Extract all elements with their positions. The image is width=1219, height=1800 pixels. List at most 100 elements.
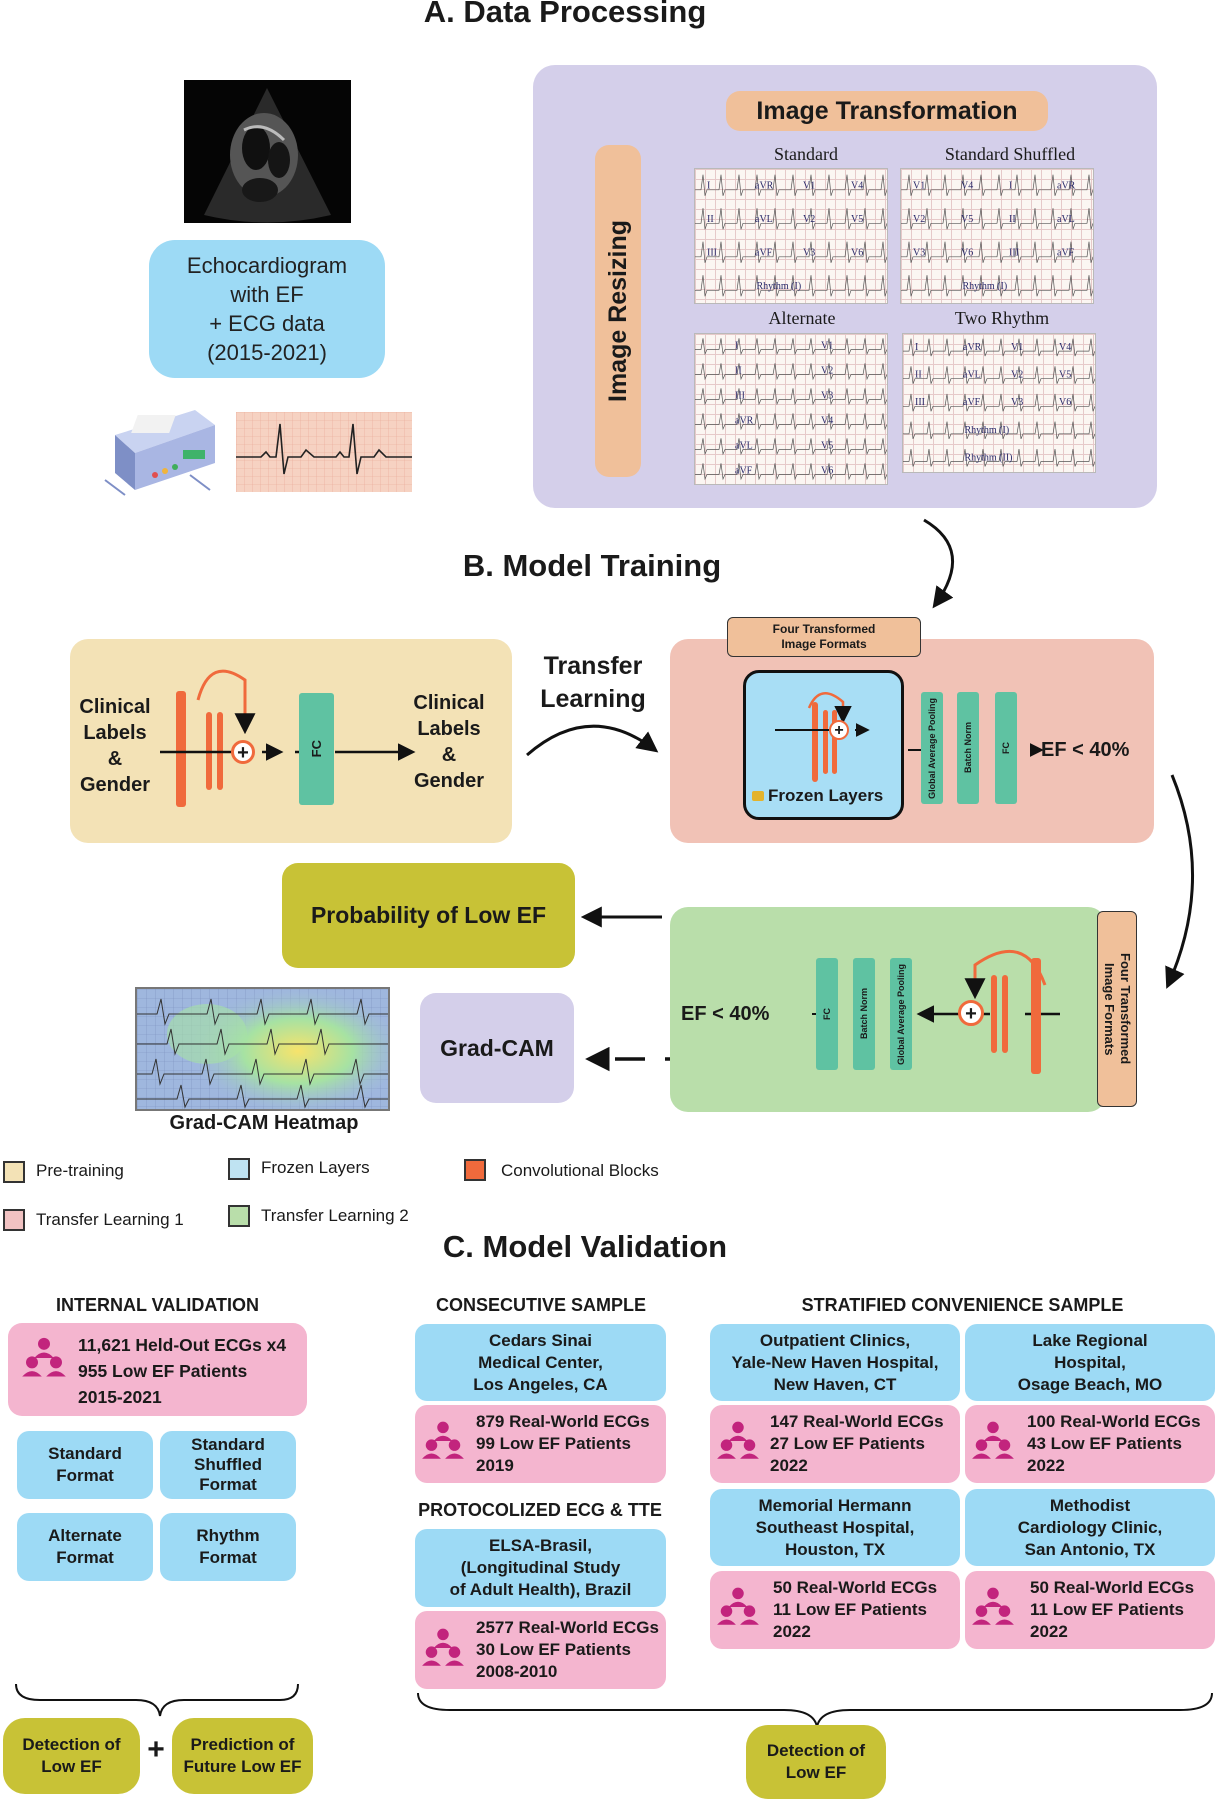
internal-format-label: Standard Format [48,1444,122,1485]
ecg-lead-label: V6 [821,466,833,477]
brace-internal [15,1683,299,1717]
outcome-detection-text: Detection of Low EF [766,1741,866,1782]
ecg-lead-label: II [1009,214,1016,225]
stratified-site-yale: Outpatient Clinics, Yale-New Haven Hospi… [710,1324,960,1401]
ecg-machine-icon [95,395,225,505]
four-formats-label-top: Four Transformed Image Formats [727,617,921,657]
ecg-lead-label: V4 [1059,342,1071,353]
ecg-trace [695,275,887,297]
fc-label: FC [309,740,324,758]
ecg-lead-label: I [915,342,918,353]
stratified-site-text: Methodist Cardiology Clinic, San Antonio… [1017,1495,1163,1559]
outcome-prediction-internal: Prediction of Future Low EF [172,1718,313,1794]
ecg-lead-label: aVL [735,441,753,452]
legend-label-tl2: Transfer Learning 2 [261,1206,409,1225]
gradcam-text: Grad-CAM [440,1034,554,1061]
ecg-lead-label: V6 [851,247,863,258]
outcome-detection-text: Detection of Low EF [22,1735,121,1776]
protocolized-site-box: ELSA-Brasil, (Longitudinal Study of Adul… [415,1529,666,1607]
ecg-lead-label: I [1009,180,1012,191]
ecg-lead-label: II [915,370,922,381]
internal-validation-header: INTERNAL VALIDATION [56,1295,259,1315]
stratified-site-text: Outpatient Clinics, Yale-New Haven Hospi… [731,1330,939,1394]
people-icon [715,1420,761,1462]
internal-format-label: Standard Shuffled Format [191,1435,265,1494]
fc-layer: FC [995,692,1017,804]
stratified-site-lake-regional: Lake Regional Hospital, Osage Beach, MO [965,1324,1215,1401]
ecg-lead-label: V5 [821,441,833,452]
ecg-lead-label: V4 [851,180,863,191]
people-icon [970,1586,1016,1628]
legend-label-conv: Convolutional Blocks [501,1161,659,1180]
probability-low-ef-text: Probability of Low EF [310,902,547,928]
stratified-stats-text: 100 Real-World ECGs 43 Low EF Patients 2… [1027,1412,1201,1475]
internal-stats-text: 11,621 Held-Out ECGs x4 955 Low EF Patie… [78,1335,287,1407]
ecg-lead-label: aVL [1057,214,1075,225]
protocolized-stats-text: 2577 Real-World ECGs 30 Low EF Patients … [476,1618,659,1681]
stratified-site-text: Lake Regional Hospital, Osage Beach, MO [1017,1330,1163,1394]
internal-format-standard: Standard Format [17,1431,153,1499]
ecg-lead-label: Rhythm (I) [964,425,1009,436]
ecg-lead-label: V2 [1011,370,1023,381]
ecg-trace [903,421,1095,440]
ecg-lead-label: aVR [963,342,982,353]
stratified-site-methodist: Methodist Cardiology Clinic, San Antonio… [965,1489,1215,1566]
people-icon [715,1586,761,1628]
image-resizing-label: Image Resizing [595,145,641,477]
section-title-model-validation: C. Model Validation [442,1229,728,1264]
ecg-lead-label: II [735,366,742,377]
format-title-standard-shuffled: Standard Shuffled [944,144,1076,164]
ecg-trace [901,208,1093,230]
internal-format-standard-shuffled: Standard Shuffled Format [160,1431,296,1499]
legend-label-tl1: Transfer Learning 1 [36,1210,184,1229]
consecutive-site-box: Cedars Sinai Medical Center, Los Angeles… [415,1324,666,1401]
stratified-stats-text: 147 Real-World ECGs 27 Low EF Patients 2… [770,1412,944,1475]
ecg-lead-label: III [735,391,745,402]
people-icon [420,1420,466,1462]
ecg-lead-label: aVR [735,416,754,427]
image-transformation-text: Image Transformation [756,96,1018,125]
protocolized-site-text: ELSA-Brasil, (Longitudinal Study of Adul… [449,1536,632,1599]
conv-block [1031,958,1041,1074]
plus-sign: + [147,1733,165,1766]
ecg-lead-label: V3 [1011,397,1023,408]
legend-label-pretraining: Pre-training [36,1161,124,1180]
probability-low-ef-box: Probability of Low EF [282,863,575,968]
ecg-trace [695,174,887,196]
ecg-lead-label: aVF [755,247,773,258]
transfer-learning-label: Transfer Learning [540,652,646,713]
ecg-trace [903,366,1095,384]
stratified-stats-text: 50 Real-World ECGs 11 Low EF Patients 20… [773,1578,938,1641]
ecg-lead-label: I [735,341,738,352]
gradcam-heatmap-image [135,987,390,1111]
ecg-lead-label: V6 [1059,397,1071,408]
ecg-lead-label: V1 [1011,342,1023,353]
source-data-label: Echocardiogram with EF + ECG data (2015-… [186,253,348,365]
people-icon [20,1336,68,1380]
ecg-trace [695,388,887,406]
four-formats-text: Four Transformed Image Formats [1102,953,1133,1065]
pretrain-flow [160,669,416,761]
legend-swatch-pretraining [3,1161,25,1183]
ecg-trace [903,338,1095,357]
gradcam-heatmap-caption: Grad-CAM Heatmap [169,1112,359,1134]
batch-norm-label: Batch Norm [963,722,973,774]
ecg-lead-label: V3 [821,391,833,402]
legend-swatch-tl1 [3,1209,25,1231]
ecg-lead-label: V3 [913,247,925,258]
section-title-model-training: B. Model Training [462,548,722,583]
pretrain-output-label: Clinical Labels & Gender [413,692,485,792]
ecg-trace [901,241,1093,263]
ecg-lead-label: aVR [755,180,774,191]
gap-label: Global Average Pooling [927,697,937,799]
ecg-lead-label: V1 [803,180,815,191]
conv-block [176,691,186,807]
legend-swatch-frozen [228,1158,250,1180]
ecg-trace [901,275,1093,297]
ecg-trace [695,241,887,263]
ecg-lead-label: aVF [1057,247,1075,258]
stratified-site-text: Memorial Hermann Southeast Hospital, Hou… [755,1495,915,1559]
ecg-lead-label: V2 [913,214,925,225]
fc-layer: FC [299,693,334,805]
